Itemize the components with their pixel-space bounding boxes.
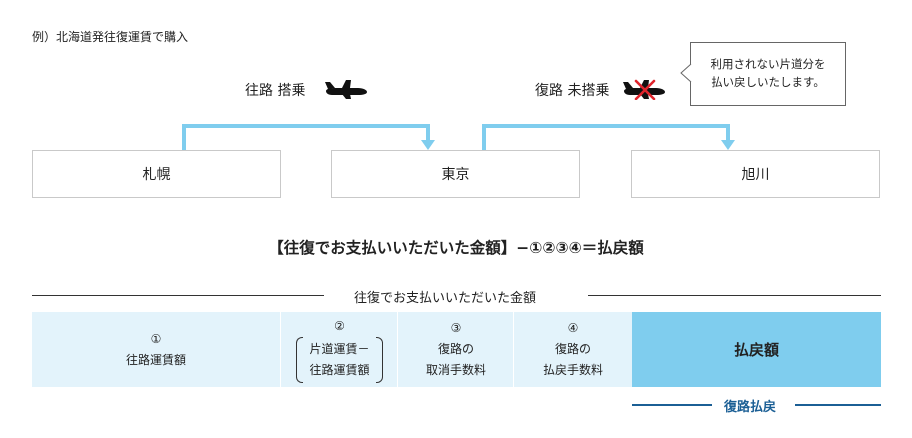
breakdown-text: 払戻手数料 — [542, 363, 603, 377]
route-arrows — [182, 124, 735, 150]
return-refund-line-right — [795, 404, 881, 406]
return-label: 復路 未搭乗 — [535, 83, 610, 99]
breakdown-paren-text: 片道運賃－ 往路運賃額 — [309, 339, 369, 381]
breakdown-number: ③ — [450, 321, 462, 335]
breakdown-cell-2: ② 片道運賃－ 往路運賃額 — [280, 312, 398, 387]
breakdown-text: 取消手数料 — [425, 363, 486, 377]
callout-line-2: 払い戻しいたします。 — [711, 75, 825, 89]
total-rule-right — [588, 295, 881, 296]
breakdown-text: 復路の — [437, 342, 474, 356]
refund-callout: 利用されない片道分を 払い戻しいたします。 — [690, 42, 846, 106]
breakdown-number: ② — [334, 319, 345, 333]
callout-pointer — [680, 63, 692, 83]
return-refund-label: 復路払戻 — [724, 400, 777, 415]
breakdown-text: 往路運賃額 — [309, 363, 370, 377]
airplane-cancelled-icon — [623, 79, 665, 100]
city-sapporo: 札幌 — [32, 150, 281, 198]
total-rule-left — [32, 295, 324, 296]
breakdown-cell-3: ③ 復路の 取消手数料 — [397, 312, 514, 387]
breakdown-number: ④ — [567, 321, 579, 335]
total-paid-label: 往復でお支払いいただいた金額 — [354, 291, 537, 306]
breakdown-text: 片道運賃－ — [309, 342, 370, 356]
city-asahikawa: 旭川 — [631, 150, 880, 198]
breakdown-text: 復路の — [554, 342, 591, 356]
callout-line-1: 利用されない片道分を — [710, 57, 826, 71]
left-paren — [296, 337, 304, 383]
city-tokyo: 東京 — [331, 150, 580, 198]
refund-amount-cell: 払戻額 — [632, 312, 881, 387]
breakdown-number: ① — [150, 331, 162, 346]
intro-caption: 例）北海道発往復運賃で購入 — [32, 30, 189, 44]
right-paren — [375, 337, 383, 383]
return-refund-line-left — [632, 404, 712, 406]
breakdown-cell-4: ④ 復路の 払戻手数料 — [513, 312, 632, 387]
airplane-icon — [325, 80, 367, 99]
breakdown-paren-group: 片道運賃－ 往路運賃額 — [296, 337, 383, 383]
breakdown-cell-1: ① 往路運賃額 — [32, 312, 280, 387]
outbound-label: 往路 搭乗 — [245, 83, 306, 99]
refund-formula: 【往復でお支払いいただいた金額】−①②③④＝払戻額 — [268, 239, 644, 257]
breakdown-text: 往路運賃額 — [125, 352, 186, 367]
